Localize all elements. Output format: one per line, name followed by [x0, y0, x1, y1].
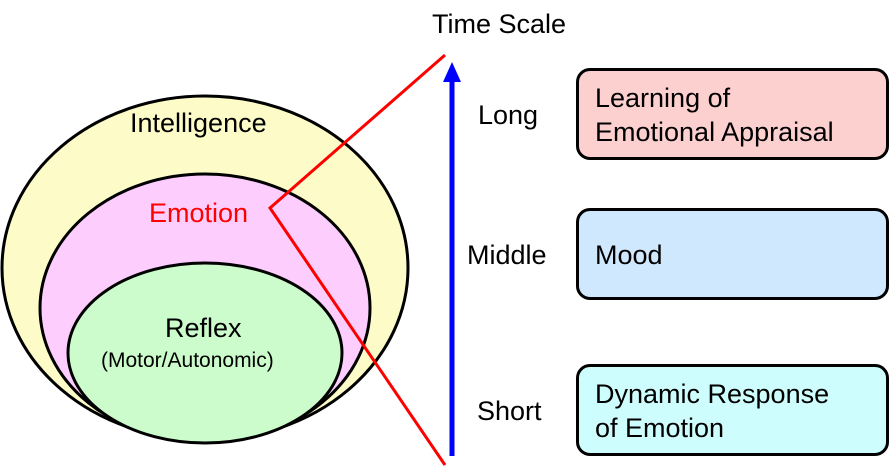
box-long-line-1: Learning of [595, 83, 731, 113]
box-dynamic-response-of-emotion: Dynamic Response of Emotion [576, 364, 889, 456]
time-long-label: Long [478, 100, 539, 130]
reflex-sublabel: (Motor/Autonomic) [101, 349, 274, 372]
box-mood: Mood [576, 208, 889, 300]
reflex-ellipse [66, 261, 344, 445]
box-short-line-1: Dynamic Response [595, 379, 830, 409]
box-middle-line-1: Mood [595, 240, 663, 270]
emotion-zoom-lines [268, 53, 447, 466]
time-short-label: Short [477, 396, 542, 426]
reflex-label: Reflex [165, 313, 242, 343]
intelligence-label: Intelligence [130, 108, 267, 138]
time-scale-title: Time Scale [432, 9, 567, 39]
box-learning-of-emotional-appraisal: Learning of Emotional Appraisal [576, 68, 889, 160]
time-axis-arrowhead [443, 62, 461, 82]
time-middle-label: Middle [467, 240, 547, 270]
box-short-line-2: of Emotion [595, 413, 725, 443]
emotion-label: Emotion [149, 198, 249, 228]
box-long-line-2: Emotional Appraisal [595, 117, 834, 147]
